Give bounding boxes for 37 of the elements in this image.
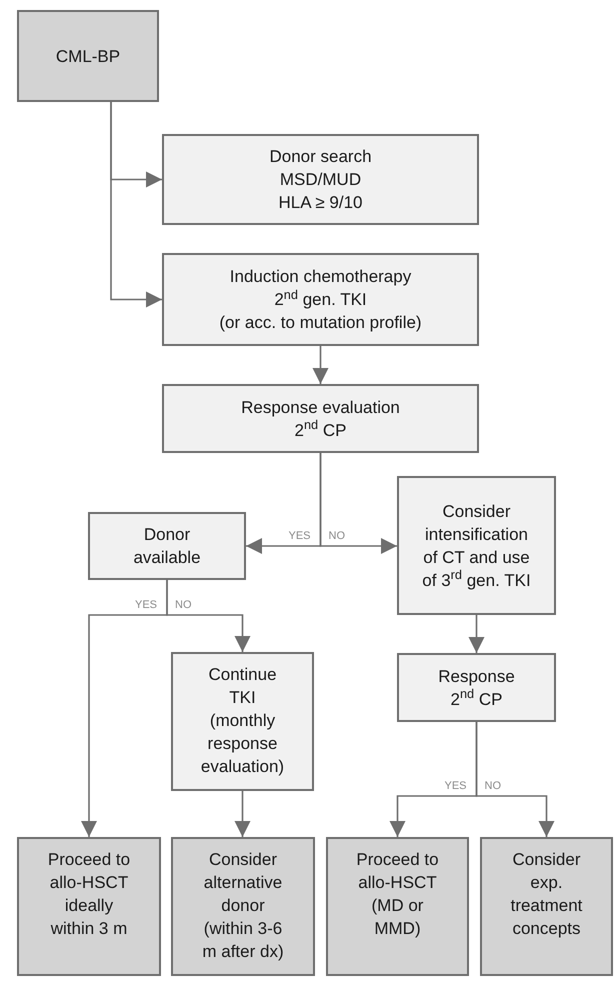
arrow [234, 791, 250, 837]
box-text: Consider intensification of CT and use of 3$^{rd}$ gen. TKI [421, 500, 532, 592]
process-box [162, 253, 479, 346]
arrow [312, 346, 328, 384]
process-box [162, 384, 479, 453]
box-text: Induction chemotherapy [230, 266, 412, 288]
outcome-box [17, 837, 161, 976]
box-text: (or acc. to mutation profile) [219, 312, 422, 334]
process-box [397, 653, 556, 722]
outcome-box [480, 837, 613, 976]
arrow [320, 453, 397, 554]
box-text: 2$^{nd}$ CP [450, 688, 502, 710]
process-box [171, 652, 314, 791]
process-box [397, 476, 556, 615]
arrow [476, 722, 554, 837]
box-text: MSD/MUD [280, 169, 362, 191]
arrow [468, 615, 484, 653]
outcome-box [326, 837, 469, 976]
box-text: Consider alternative donor (within 3-6 m after dx) [201, 849, 285, 963]
box-text: Donor available [132, 524, 202, 569]
box-text: Response evaluation [241, 396, 400, 418]
box-text: Continue TKI (monthly response evaluation) [200, 664, 286, 778]
box-text: Response [438, 666, 515, 688]
arrow [166, 580, 250, 652]
arrow [110, 102, 162, 308]
box-text: Proceed to allo-HSCT ideally within 3 m [46, 849, 132, 940]
box-text: Donor search [269, 146, 372, 168]
box-text: HLA ≥ 9/10 [278, 192, 362, 214]
box-text: 2$^{nd}$ CP [294, 418, 346, 442]
outcome-box [171, 837, 315, 976]
box-text: 2$^{nd}$ gen. TKI [274, 288, 367, 311]
box-text: CML-BP [56, 46, 120, 68]
process-box [162, 134, 479, 225]
box-text: Consider exp. treatment concepts [510, 849, 584, 940]
box-text: Proceed to allo-HSCT (MD or MMD) [355, 849, 440, 940]
process-box [88, 512, 246, 580]
start-box [17, 10, 159, 102]
